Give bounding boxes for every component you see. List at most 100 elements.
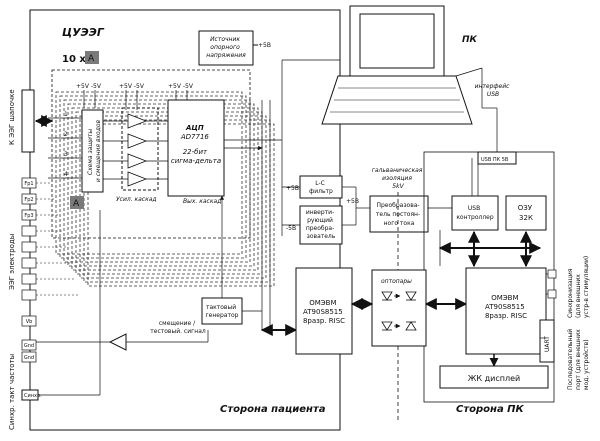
electrode-label-4: Vb [26, 319, 33, 325]
optocoupler-icon [381, 291, 417, 331]
adc-line1: АЦП [185, 124, 204, 132]
usb-ctrl-line1: USB [468, 205, 480, 212]
electrode-label-5: Gnd [24, 343, 34, 349]
dc-converter-box [369, 195, 429, 233]
protection-line2: и смещения входов [95, 119, 102, 182]
mcu-left-line3: 8разр. RISC [303, 317, 345, 325]
inverter-box [299, 205, 343, 245]
uart-label: UART [544, 336, 551, 352]
svg-text:интерфейс USB: интерфейс USB [475, 83, 512, 98]
isolation-line1: гальваническая [372, 167, 423, 174]
optocoupler-label: оптопары [381, 278, 412, 285]
converter-line3: ного тока [384, 220, 415, 227]
svg-text:Синхронизация (для внешних: Синхронизация (для внешних устр-в стимул… [567, 256, 590, 318]
svg-text:USB контроллер: USB контроллер [456, 205, 494, 221]
ram-line2: 32К [519, 214, 533, 222]
marker-a-bottom [70, 196, 84, 209]
ref-voltage-line1: Источник [210, 36, 240, 43]
protection-circuit-box [81, 109, 104, 193]
pc-laptop-icon [321, 5, 473, 125]
electrode-rows [21, 177, 37, 363]
sync-clock-label: Синхр. такт частоты [8, 354, 16, 430]
mcu-right-line3: 8разр. RISC [485, 312, 527, 320]
adc-line4: сигма-дельта [171, 157, 221, 165]
right-label-5: (для внешних [575, 274, 582, 318]
sync-box-label: Синхр. [24, 393, 42, 399]
converter-line1: Преобразова- [376, 202, 419, 209]
mcu-left-box [295, 267, 353, 355]
input-channels [48, 117, 82, 179]
svg-text:ОМЭВМ AT90S8515 8разр.: ОМЭВМ AT90S8515 8разр. RISC [485, 294, 527, 320]
protection-line1: Схема защиты [87, 129, 94, 175]
usb-ctrl-line2: контроллер [456, 214, 494, 221]
clock-line1: тактовый [206, 304, 236, 311]
mcu-right-line1: ОМЭВМ [491, 294, 518, 302]
ram-box [505, 195, 547, 231]
svg-text:Схема защиты и смещения вх: Схема защиты и смещения входов [87, 119, 102, 182]
side-patient-label: Сторона пациента [220, 404, 326, 415]
ref-voltage-line2: опорного [210, 44, 240, 51]
ref-plus5: +5В [258, 42, 271, 49]
mcu-right-line2: AT90S8515 [485, 303, 525, 311]
svg-text:АЦП AD7716 22-бит: АЦП AD7716 22-бит сигма-дельта [171, 124, 221, 165]
eeg-cap-connector [21, 89, 35, 153]
right-label-1: Последовательный [567, 329, 574, 390]
inverter-line3: преобра- [306, 225, 334, 232]
inverter-line4: зователь [307, 233, 336, 240]
supply-label-1: +5V -5V [76, 83, 102, 90]
mcu-left-line1: ОМЭВМ [309, 299, 336, 307]
inverter-line2: рующий [307, 217, 333, 224]
side-pc-label: Сторона ПК [456, 404, 525, 415]
isolation-line3: 5kV [392, 183, 404, 190]
marker-a-bottom-label: A [73, 199, 80, 209]
svg-text:Источник опорного напр: Источник опорного напряжения [206, 36, 246, 59]
svg-text:инверти- рующий преобр: инверти- рующий преобра- зователь [306, 209, 336, 240]
right-label-2: порт (для внешних [575, 329, 582, 390]
sync-connector-1 [547, 269, 557, 279]
bias-buffer-icon [108, 333, 127, 351]
bus-minus5: -5В [286, 225, 296, 232]
clock-generator-box [201, 297, 243, 325]
filter-plus5: +5В [346, 198, 359, 205]
lcd-label: ЖК дисплей [468, 374, 520, 383]
amplifier-icon [127, 113, 148, 187]
ref-voltage-line3: напряжения [206, 52, 246, 59]
lc-line1: L-C [315, 180, 325, 187]
reference-voltage-box [198, 30, 254, 66]
bias-line2: тестовый. сигнал [150, 328, 206, 335]
pc-interface-line2: USB [487, 91, 499, 98]
bias-line1: смещение / [159, 320, 196, 327]
supply-label-2: +5V -5V [119, 83, 145, 90]
svg-text:L-C фильтр: L-C фильтр [309, 180, 333, 195]
sync-connector-2 [547, 289, 557, 299]
patient-board-frame [29, 9, 341, 431]
svg-text:3: 3 [64, 151, 68, 158]
amplifier-label: Усил. каскад [116, 196, 157, 203]
electrode-label-2: Fp2 [24, 197, 33, 203]
right-label-3: мод. устройств) [583, 339, 590, 390]
amplifier-stage-box [121, 107, 159, 191]
output-stage-label: Вых. каскад [183, 198, 221, 205]
stack-multiplier: 10 x [62, 54, 86, 65]
supply-label-3: +5V -5V [168, 83, 194, 90]
eeg-cap-label: К ЭЭГ шапочке [8, 89, 16, 145]
svg-text:2: 2 [64, 131, 68, 138]
adc-line2: AD7716 [180, 133, 210, 141]
pc-label: ПК [462, 35, 478, 45]
electrode-label-1: Fp1 [24, 181, 33, 187]
isolation-line2: изоляция [382, 175, 412, 182]
svg-text:Последовательный порт (для: Последовательный порт (для внешних мод. … [567, 327, 590, 390]
bus-plus5: +5В [286, 185, 299, 192]
optocoupler-box [371, 269, 427, 347]
adc-line3: 22-бит [183, 148, 208, 156]
marker-a-top-label: A [88, 54, 95, 64]
right-label-6: устр-в стимуляции) [583, 256, 590, 318]
usb-port-label: USB ПК 5В [481, 157, 509, 163]
mcu-left-line2: AT90S8515 [303, 308, 343, 316]
svg-text:ОМЭВМ AT90S8515 8разр.: ОМЭВМ AT90S8515 8разр. RISC [303, 299, 345, 325]
svg-text:тактовый генератор: тактовый генератор [206, 304, 239, 319]
usb-controller-box [451, 195, 499, 231]
svg-text:ОЗУ 32К: ОЗУ 32К [518, 204, 535, 222]
svg-text:4: 4 [64, 171, 68, 178]
